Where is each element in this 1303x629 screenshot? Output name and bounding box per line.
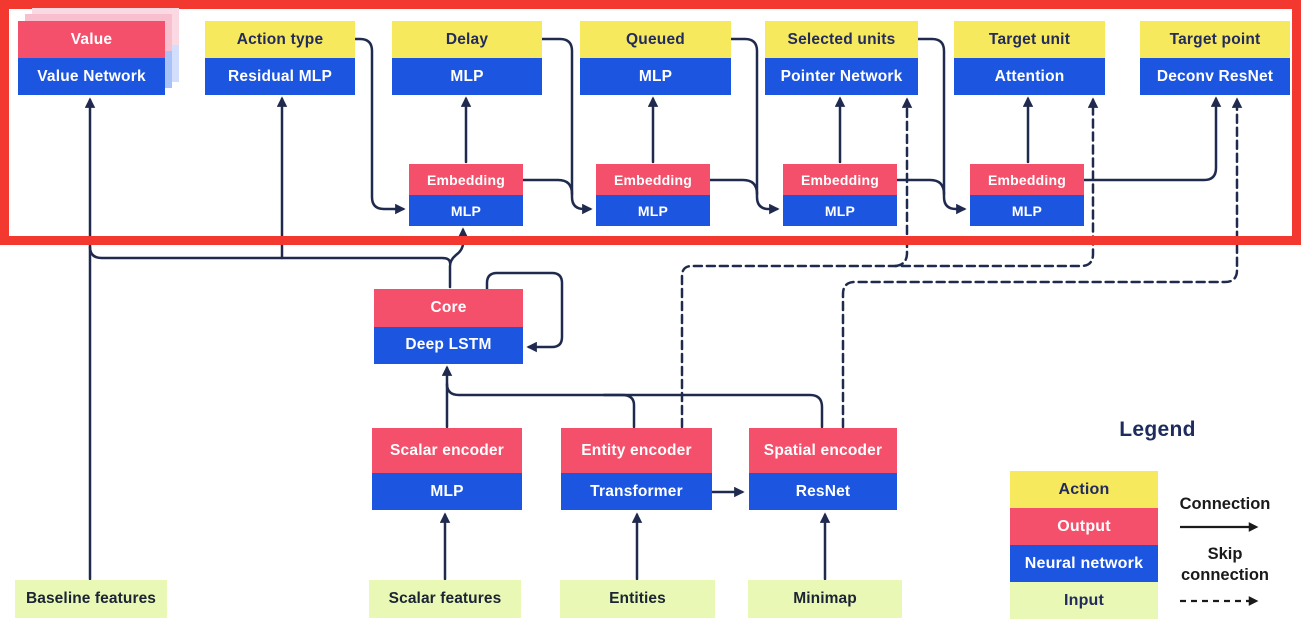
embedding-3-label: Embedding [783,164,897,195]
legend-skip-label: Skip connection [1180,545,1269,584]
embedding-1: Embedding MLP [409,164,523,226]
legend-arrows [1180,522,1259,606]
embedding-2: Embedding MLP [596,164,710,226]
line-embedding1-merge [521,178,574,196]
arrow-core-recurrent-loop [485,271,564,353]
arrow-actiontype-to-embedding1 [353,37,406,215]
entity-encoder-label: Entity encoder [561,428,712,473]
core-network-label: Deep LSTM [374,326,523,364]
line-core-output-left [88,245,452,265]
head-selected-units-output-label: Selected units [765,21,918,58]
core-label: Core [374,289,523,327]
head-target-point: Target point Deconv ResNet [1140,21,1290,95]
line-embedding3-merge [895,178,946,196]
entity-encoder-block: Entity encoder Transformer [561,428,712,510]
input-entities: Entities [560,580,715,618]
legend-action-swatch: Action [1010,471,1158,508]
legend-connection-label: Connection [1179,495,1271,513]
embedding-4-label: Embedding [970,164,1084,195]
skip-entity-to-selectedunits [893,97,913,268]
head-target-point-network-label: Deconv ResNet [1140,58,1290,95]
spatial-encoder-network-label: ResNet [749,473,897,510]
head-action-type-output-label: Action type [205,21,355,58]
highlight-red-border [0,0,1301,245]
arrow-embedding4-to-targetpoint [1082,96,1222,182]
head-target-point-output-label: Target point [1140,21,1290,58]
head-action-type: Action type Residual MLP [205,21,355,95]
scalar-encoder-label: Scalar encoder [372,428,522,473]
head-delay: Delay MLP [392,21,542,95]
spatial-encoder-label: Spatial encoder [749,428,897,473]
head-queued: Queued MLP [580,21,731,95]
line-embedding2-merge [708,178,759,196]
legend-output-swatch: Output [1010,508,1158,545]
embedding-2-network-label: MLP [596,195,710,226]
head-delay-output-label: Delay [392,21,542,58]
head-value-network-label: Value Network [18,58,165,95]
head-selected-units-network-label: Pointer Network [765,58,918,95]
head-action-type-network-label: Residual MLP [205,58,355,95]
head-target-unit-network-label: Attention [954,58,1105,95]
core-block: Core Deep LSTM [374,289,523,364]
embedding-3: Embedding MLP [783,164,897,226]
arrow-selectedunits-to-embedding4 [916,37,967,215]
skip-spatial-to-targetpoint [841,97,1243,429]
head-queued-output-label: Queued [580,21,731,58]
head-delay-network-label: MLP [392,58,542,95]
legend-swatches: Action Output Neural network Input [1010,471,1158,619]
head-target-unit-output-label: Target unit [954,21,1105,58]
skip-entity-to-targetunit [680,97,1099,429]
head-queued-network-label: MLP [580,58,731,95]
head-value-output-label: Value [18,21,165,58]
spatial-encoder-block: Spatial encoder ResNet [749,428,897,510]
input-scalar-features: Scalar features [369,580,521,618]
arrow-core-to-embedding1 [448,227,469,289]
head-target-unit: Target unit Attention [954,21,1105,95]
embedding-1-network-label: MLP [409,195,523,226]
legend-network-swatch: Neural network [1010,545,1158,582]
input-baseline-features: Baseline features [15,580,167,618]
input-minimap: Minimap [748,580,902,618]
embedding-1-label: Embedding [409,164,523,195]
embedding-2-label: Embedding [596,164,710,195]
line-spatialencoder-merge [445,382,824,429]
line-entityencoder-merge [602,393,636,429]
solid-connections [84,37,1222,581]
entity-encoder-network-label: Transformer [561,473,712,510]
head-value: Value Value Network [18,21,165,95]
scalar-encoder-block: Scalar encoder MLP [372,428,522,510]
arrow-delay-to-embedding2 [540,37,593,215]
embedding-4: Embedding MLP [970,164,1084,226]
head-selected-units: Selected units Pointer Network [765,21,918,95]
embedding-3-network-label: MLP [783,195,897,226]
embedding-4-network-label: MLP [970,195,1084,226]
arrow-queued-to-embedding3 [729,37,780,215]
legend-title: Legend [1119,418,1196,441]
scalar-encoder-network-label: MLP [372,473,522,510]
skip-connections [680,97,1243,429]
legend-input-swatch: Input [1010,582,1158,619]
